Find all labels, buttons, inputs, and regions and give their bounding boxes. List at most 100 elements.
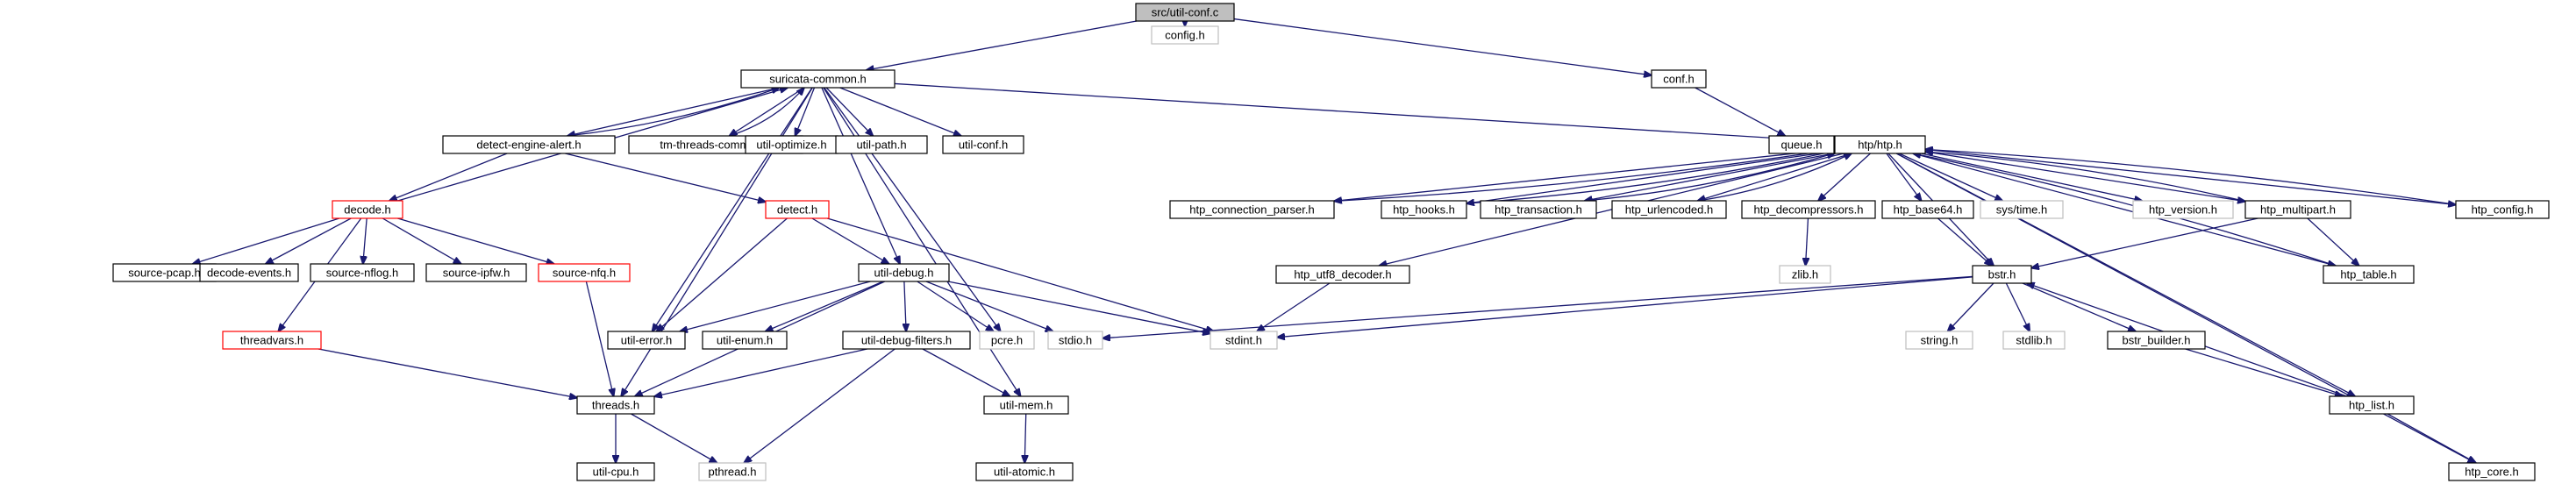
node-label: stdlib.h [2016, 334, 2052, 347]
node-htp-transaction[interactable]: htp_transaction.h [1480, 200, 1597, 219]
node-htp-utf8-decoder[interactable]: htp_utf8_decoder.h [1275, 265, 1410, 284]
node-htp-htp[interactable]: htp/htp.h [1834, 135, 1926, 154]
node-label: sys/time.h [1996, 203, 2048, 217]
node-util-mem[interactable]: util-mem.h [983, 395, 1069, 415]
node-util-enum[interactable]: util-enum.h [702, 331, 788, 350]
node-queue-h[interactable]: queue.h [1768, 135, 1835, 154]
node-box [310, 263, 415, 282]
node-label: htp/htp.h [1858, 139, 1902, 152]
node-box [1047, 331, 1103, 350]
edge-suricata_common-to-detect_engine_alert [567, 87, 780, 136]
edge-suricata_common-to-util_error [653, 87, 813, 331]
node-label: threadvars.h [240, 334, 303, 347]
edge-htp_htp-to-sys_time [1899, 153, 2002, 201]
node-box [1905, 331, 1973, 350]
node-bstr-builder[interactable]: bstr_builder.h [2107, 331, 2206, 350]
edge-decode_h-to-source_ipfw [382, 217, 461, 264]
node-util-cpu[interactable]: util-cpu.h [576, 462, 655, 481]
edge-htp_htp-to-htp_version [1921, 153, 2142, 201]
node-box [1779, 265, 1831, 284]
node-htp-table[interactable]: htp_table.h [2323, 265, 2415, 284]
node-threads-h[interactable]: threads.h [576, 395, 655, 415]
edge-suricata_common-to-tm_threads_common [730, 87, 805, 136]
node-util-path[interactable]: util-path.h [835, 135, 928, 154]
node-box [222, 331, 322, 350]
node-source-ipfw[interactable]: source-ipfw.h [425, 263, 527, 282]
node-box [2107, 331, 2206, 350]
node-label: util-error.h [621, 334, 673, 347]
edge-decode_h-to-decode_events [266, 217, 352, 264]
node-decode-h[interactable]: decode.h [332, 200, 403, 219]
node-box [2244, 200, 2351, 219]
edge-conf_h-to-queue_h [1695, 87, 1786, 136]
node-detect-engine-alert[interactable]: detect-engine-alert.h [442, 135, 616, 154]
node-stdint-h[interactable]: stdint.h [1210, 331, 1278, 350]
node-pthread-h[interactable]: pthread.h [698, 462, 767, 481]
node-threadvars[interactable]: threadvars.h [222, 331, 322, 350]
edge-htp_htp-to-htp_utf8_decoder [1379, 153, 1845, 266]
node-util-error[interactable]: util-error.h [607, 331, 686, 350]
node-label: htp_core.h [2465, 466, 2518, 479]
edge-htp_htp-to-htp_config [1924, 148, 2456, 204]
node-htp-config[interactable]: htp_config.h [2455, 200, 2550, 219]
edge-threadvars-to-threads_h [318, 348, 577, 398]
node-label: util-cpu.h [593, 466, 639, 479]
node-config-h[interactable]: config.h [1151, 25, 1219, 45]
node-box [332, 200, 403, 219]
node-util-conf-c[interactable]: src/util-conf.c [1135, 3, 1235, 22]
edge-decode_h-to-source_pcap [193, 217, 340, 264]
node-box [1275, 265, 1410, 284]
node-box [2329, 395, 2415, 415]
node-stdlib-h[interactable]: stdlib.h [2002, 331, 2066, 350]
node-label: queue.h [1781, 139, 1823, 152]
node-box [1834, 135, 1926, 154]
node-sys-time[interactable]: sys/time.h [1980, 200, 2064, 219]
node-source-nflog[interactable]: source-nflog.h [310, 263, 415, 282]
node-box [1972, 265, 2032, 284]
node-conf-h[interactable]: conf.h [1651, 69, 1707, 89]
node-zlib-h[interactable]: zlib.h [1779, 265, 1831, 284]
node-detect-h[interactable]: detect.h [765, 200, 830, 219]
edge-suricata_common-to-util_path [825, 87, 873, 136]
node-label: detect.h [777, 203, 817, 217]
node-util-debug-filters[interactable]: util-debug-filters.h [842, 331, 971, 350]
node-label: util-debug-filters.h [861, 334, 952, 347]
node-htp-multipart[interactable]: htp_multipart.h [2244, 200, 2351, 219]
node-htp-core[interactable]: htp_core.h [2448, 462, 2536, 481]
node-htp-list[interactable]: htp_list.h [2329, 395, 2415, 415]
node-util-conf-h[interactable]: util-conf.h [942, 135, 1024, 154]
edge-util_debug_filters-to-util_mem [922, 348, 1010, 396]
node-stdio-h[interactable]: stdio.h [1047, 331, 1103, 350]
node-box [765, 200, 830, 219]
node-htp-connection-parser[interactable]: htp_connection_parser.h [1169, 200, 1335, 219]
edge-htp_config-to-htp_htp [1925, 149, 2457, 206]
node-decode-events[interactable]: decode-events.h [199, 263, 299, 282]
edge-util_debug_filters-to-threads_h [654, 348, 867, 396]
node-box [983, 395, 1069, 415]
edge-bstr_h-to-stdio_h [1102, 275, 1973, 338]
node-htp-hooks[interactable]: htp_hooks.h [1381, 200, 1467, 219]
node-label: util-mem.h [1000, 399, 1053, 412]
node-source-pcap[interactable]: source-pcap.h [112, 263, 217, 282]
edge-detect_engine_alert-to-suricata_common [567, 88, 780, 137]
node-label: bstr.h [1988, 268, 2016, 281]
node-label: decode-events.h [207, 267, 291, 280]
node-label: pcre.h [991, 334, 1023, 347]
node-util-debug[interactable]: util-debug.h [858, 263, 950, 282]
node-util-optimize[interactable]: util-optimize.h [745, 135, 838, 154]
node-string-h[interactable]: string.h [1905, 331, 1973, 350]
node-box [1881, 200, 1974, 219]
node-label: util-debug.h [874, 267, 934, 280]
node-bstr-h[interactable]: bstr.h [1972, 265, 2032, 284]
edge-htp_decompressors-to-zlib_h [1806, 217, 1809, 266]
edge-bstr_h-to-bstr_builder [2022, 282, 2136, 331]
node-htp-version[interactable]: htp_version.h [2132, 200, 2234, 219]
node-suricata-common[interactable]: suricata-common.h [740, 69, 896, 89]
node-source-nfq[interactable]: source-nfq.h [538, 263, 631, 282]
node-pcre-h[interactable]: pcre.h [979, 331, 1035, 350]
node-box [975, 462, 1074, 481]
node-htp-urlencoded[interactable]: htp_urlencoded.h [1611, 200, 1727, 219]
node-htp-decompressors[interactable]: htp_decompressors.h [1741, 200, 1876, 219]
node-util-atomic[interactable]: util-atomic.h [975, 462, 1074, 481]
node-htp-base64[interactable]: htp_base64.h [1881, 200, 1974, 219]
